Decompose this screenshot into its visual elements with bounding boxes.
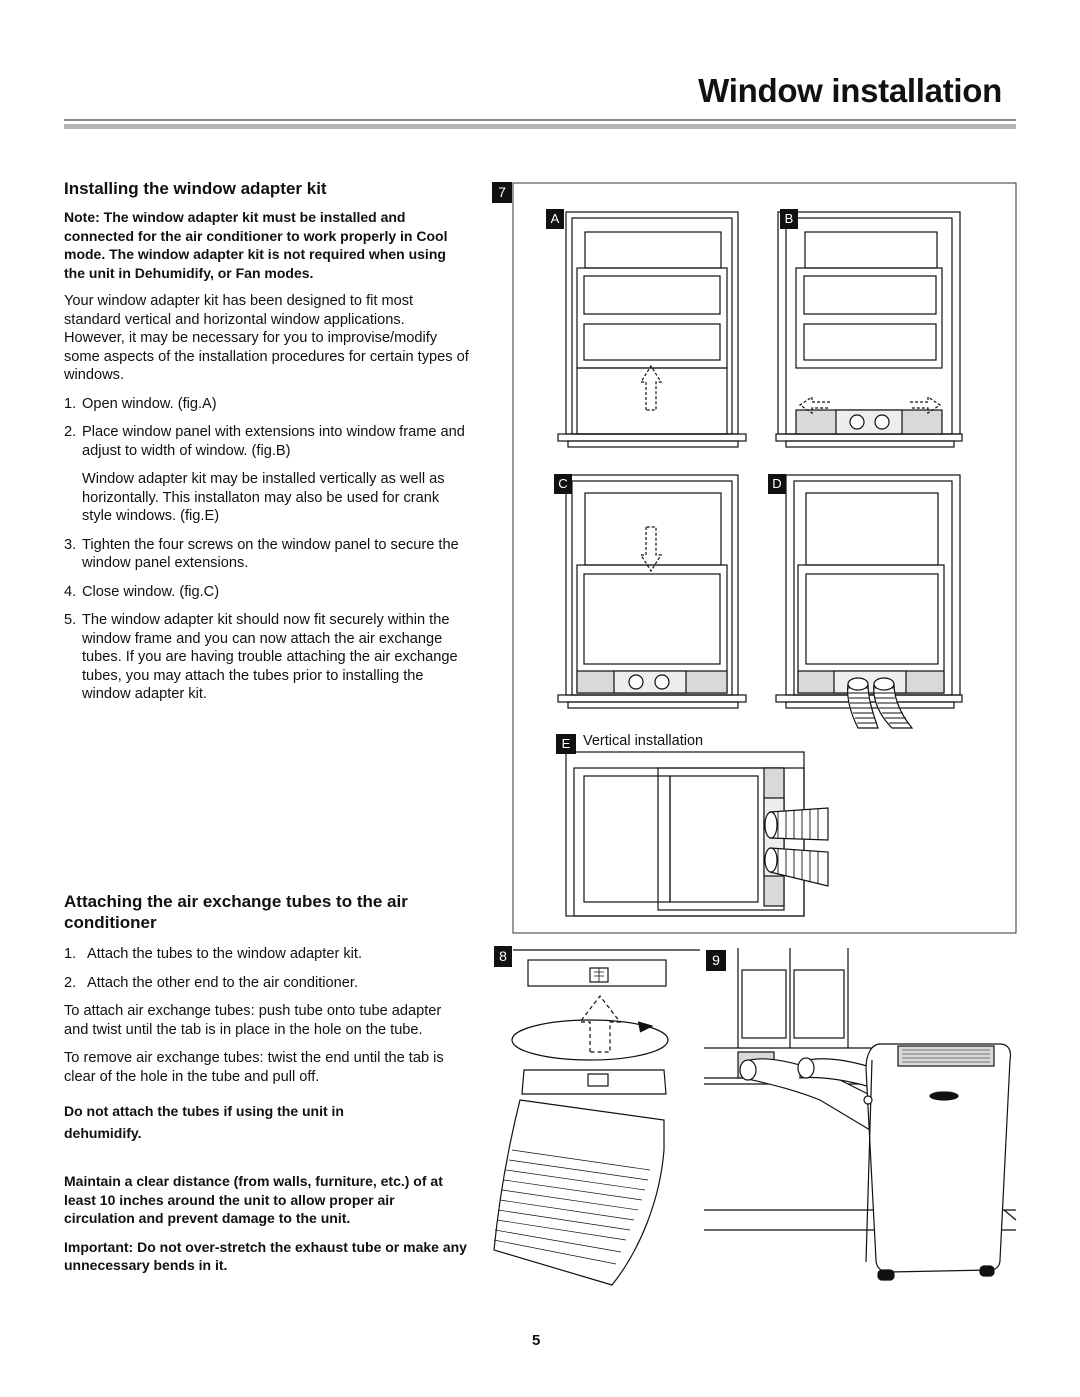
figure-7-frame [512,182,1017,934]
attach-step: 1.Attach the tubes to the window adapter… [64,946,363,962]
note-paragraph: Note: The window adapter kit must be ins… [64,209,448,281]
attach-instructions: To attach air exchange tubes: push tube … [64,1003,442,1038]
install-steps-list: 1.Open window. (fig.A) 2.Place window pa… [64,395,469,704]
warning-important: Important: Do not over-stretch the exhau… [64,1238,467,1274]
install-step: 2.Place window panel with extensions int… [64,424,465,459]
figure-e-label: E [556,734,576,754]
attach-steps-list: 1.Attach the tubes to the window adapter… [64,945,469,992]
install-step: 4.Close window. (fig.C) [64,583,220,600]
install-step-note: Window adapter kit may be installed vert… [82,471,445,524]
figure-c-label: C [554,474,572,494]
section-install-kit: Installing the window adapter kit Note: … [64,178,469,704]
install-step: 3.Tighten the four screws on the window … [64,536,459,572]
page-number: 5 [532,1332,541,1349]
figure-d-label: D [768,474,786,494]
ac-unit-fig-9 [704,948,1017,1281]
figure-e-caption: Vertical installation [583,733,704,749]
section-attach-tubes: Attaching the air exchange tubes to the … [64,891,469,1275]
window-fig-c [557,474,747,709]
section-heading-attach: Attaching the air exchange tubes to the … [64,892,408,932]
window-fig-a [557,211,747,448]
header-rule-top [64,119,1016,121]
window-fig-b [775,211,963,448]
figure-a-label: A [546,209,564,229]
figure-7-label: 7 [492,182,512,203]
tube-twist-fig-8 [493,949,700,1286]
window-fig-d [775,474,963,729]
header-rule-bottom [64,124,1016,129]
attach-step: 2.Attach the other end to the air condit… [64,974,358,991]
window-fig-e [565,751,829,917]
page-title: Window installation [698,72,1002,109]
warning-clearance: Maintain a clear distance (from walls, f… [64,1173,443,1226]
figure-b-label: B [780,209,798,229]
remove-instructions: To remove air exchange tubes: twist the … [64,1050,444,1085]
warning-dehumidify: Do not attach the tubes if using the uni… [64,1103,344,1141]
install-step: 1.Open window. (fig.A) [64,395,217,412]
intro-paragraph: Your window adapter kit has been designe… [64,293,469,383]
install-step: 5.The window adapter kit should now fit … [64,612,458,702]
section-heading-install: Installing the window adapter kit [64,179,327,198]
figure-8-label: 8 [494,946,512,967]
figure-9-label: 9 [706,950,726,971]
